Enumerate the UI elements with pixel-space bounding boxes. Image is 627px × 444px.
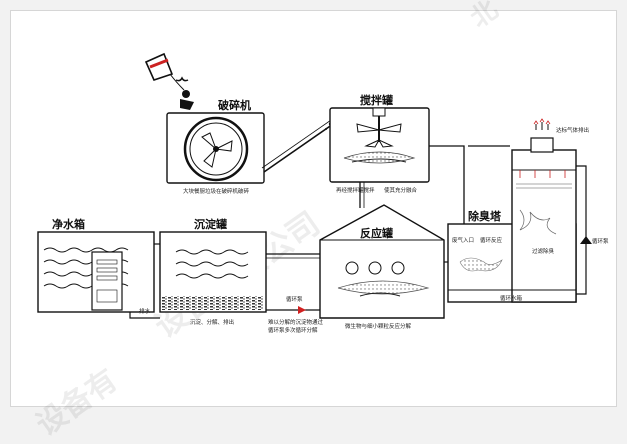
clean-water-title: 净水箱 [52, 218, 85, 231]
mixer-unit [329, 107, 430, 183]
exhaust-label: 达标气体排出 [556, 128, 590, 134]
reactor-unit [319, 204, 445, 319]
drain-pipe [129, 312, 160, 319]
mixer-to-deodorizer-pipe [429, 145, 465, 224]
deodorizer-filter-label: 过滤除臭 [532, 249, 555, 255]
sediment-caption: 沉淀、分解、排出 [190, 320, 235, 326]
return-pump-caption-1: 难以分解的沉淀物通过 [268, 320, 324, 326]
crusher-to-mixer-pipe [263, 121, 337, 173]
deodorizer-circulation-label: 循环反应 [480, 238, 503, 244]
crusher-title: 破碎机 [218, 99, 251, 112]
circulation-pump-label: 循环泵 [592, 239, 609, 245]
mixer-caption-left: 再经搅拌罐搅拌 [336, 188, 375, 194]
pouring-bucket-icon [144, 52, 194, 110]
process-diagram [37, 52, 592, 319]
deodorizer-tower [447, 118, 592, 303]
circulation-pump-icon [580, 236, 592, 244]
sedimentation-tank [159, 231, 267, 313]
return-pump-label: 循环泵 [286, 297, 303, 303]
clean-water-tank [37, 231, 155, 313]
drain-label: 排水 [139, 309, 151, 315]
deodorizer-title: 除臭塔 [468, 210, 501, 223]
return-pump-caption-2: 循环泵多次循环分解 [268, 328, 318, 334]
sediment-title: 沉淀罐 [194, 218, 227, 231]
return-pump-arrow-icon [298, 306, 306, 314]
mixer-caption-right: 使其充分融合 [384, 188, 418, 194]
crusher-caption: 大块餐厨垃圾在破碎机破碎 [183, 189, 250, 195]
reactor-caption: 微生物与细小颗粒反应分解 [345, 324, 412, 330]
reactor-title: 反应罐 [360, 227, 393, 240]
mixer-title: 搅拌罐 [360, 94, 393, 107]
deodorizer-pool-label: 循环水箱 [500, 296, 523, 302]
crusher-blade-icon [201, 132, 233, 168]
deodorizer-inlet-label: 废气入口 [452, 238, 475, 244]
crusher-unit [166, 112, 265, 184]
